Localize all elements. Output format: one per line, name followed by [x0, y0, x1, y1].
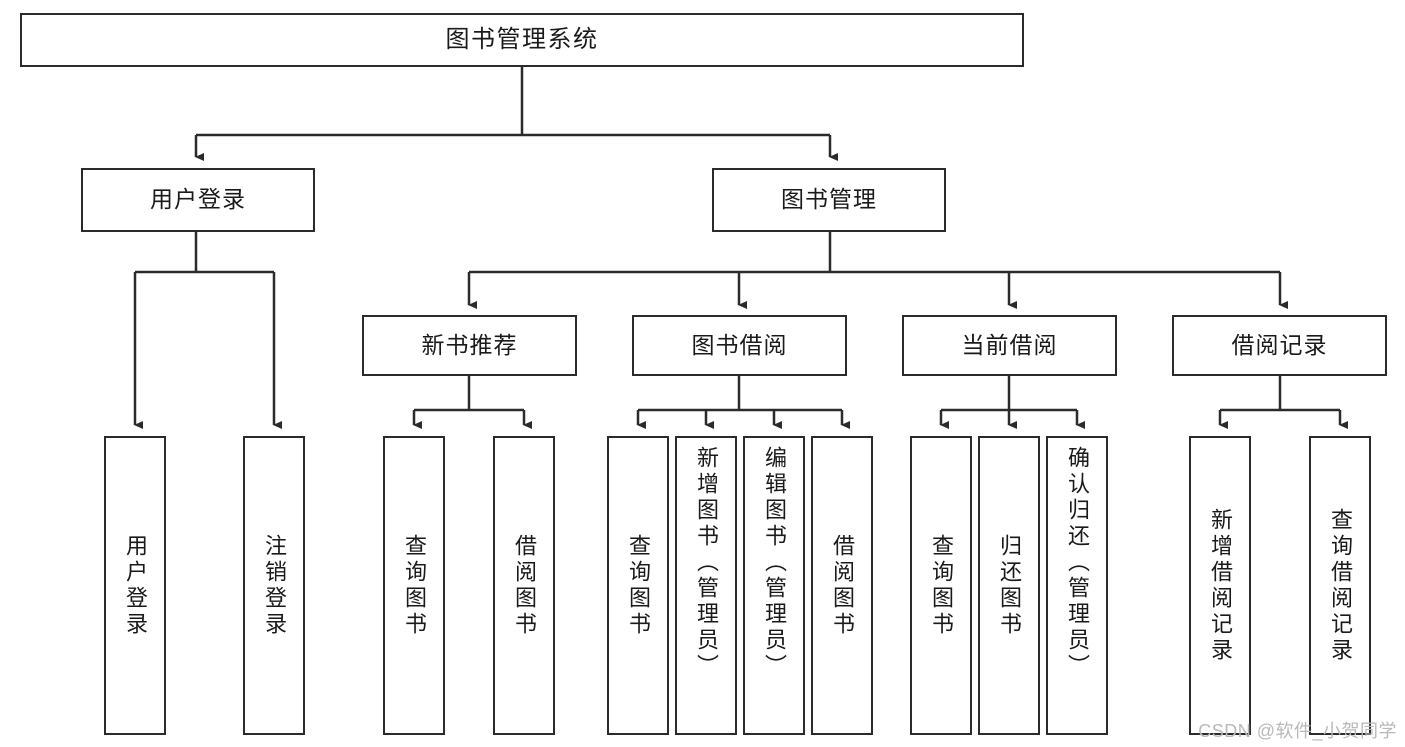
leaf-query-book-current[interactable]: 查询图书 — [910, 436, 972, 735]
leaf-query-book-new[interactable]: 查询图书 — [383, 436, 445, 735]
node-label: 新增图书（管理员） — [694, 446, 719, 680]
node-label: 注销登录 — [262, 533, 287, 638]
leaf-add-book-admin[interactable]: 新增图书（管理员） — [675, 436, 737, 735]
node-label: 查询图书 — [402, 533, 427, 638]
node-label: 图书借阅 — [691, 331, 788, 358]
leaf-return-book[interactable]: 归还图书 — [978, 436, 1040, 735]
node-label: 查询借阅记录 — [1328, 507, 1353, 664]
leaf-query-borrow-record[interactable]: 查询借阅记录 — [1309, 436, 1371, 735]
node-book-borrow[interactable]: 图书借阅 — [632, 315, 847, 376]
node-label: 新书推荐 — [421, 331, 518, 358]
node-root-book-management-system[interactable]: 图书管理系统 — [20, 13, 1024, 67]
leaf-edit-book-admin[interactable]: 编辑图书（管理员） — [743, 436, 805, 735]
leaf-logout[interactable]: 注销登录 — [243, 436, 305, 735]
node-label: 当前借阅 — [961, 331, 1058, 358]
node-label: 新增借阅记录 — [1208, 507, 1233, 664]
leaf-borrow-book[interactable]: 借阅图书 — [811, 436, 873, 735]
node-current-borrow[interactable]: 当前借阅 — [902, 315, 1117, 376]
leaf-borrow-book-new[interactable]: 借阅图书 — [493, 436, 555, 735]
node-label: 查询图书 — [626, 533, 651, 638]
node-label: 图书管理 — [781, 186, 877, 213]
node-book-management[interactable]: 图书管理 — [712, 168, 946, 232]
watermark: CSDN @软件_小贺同学 — [1198, 721, 1397, 741]
node-label: 借阅记录 — [1231, 331, 1328, 358]
node-label: 图书管理系统 — [445, 25, 599, 53]
leaf-query-book-borrow[interactable]: 查询图书 — [607, 436, 669, 735]
node-new-book-recommend[interactable]: 新书推荐 — [362, 315, 577, 376]
node-borrow-records[interactable]: 借阅记录 — [1172, 315, 1387, 376]
leaf-user-login[interactable]: 用户登录 — [104, 436, 166, 735]
node-label: 归还图书 — [997, 533, 1022, 638]
node-label: 确认归还（管理员） — [1065, 446, 1090, 680]
node-label: 用户登录 — [150, 186, 246, 213]
leaf-add-borrow-record[interactable]: 新增借阅记录 — [1189, 436, 1251, 735]
node-label: 借阅图书 — [512, 533, 537, 638]
node-label: 用户登录 — [123, 533, 148, 638]
node-label: 编辑图书（管理员） — [762, 446, 787, 680]
leaf-confirm-return-admin[interactable]: 确认归还（管理员） — [1046, 436, 1108, 735]
node-user-login[interactable]: 用户登录 — [81, 168, 315, 232]
node-label: 查询图书 — [929, 533, 954, 638]
node-label: 借阅图书 — [830, 533, 855, 638]
